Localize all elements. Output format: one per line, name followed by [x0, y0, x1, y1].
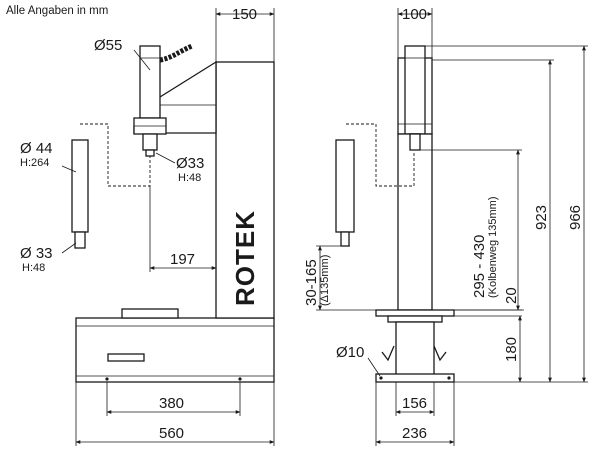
dim-33-lower-leader [61, 242, 77, 254]
side-dashed-path [80, 123, 151, 187]
front-cylinder [404, 45, 426, 135]
front-loose-tool-tip [340, 231, 350, 247]
dim-180-label: 180 [503, 337, 520, 362]
dim-55-label: Ø55 [94, 37, 122, 54]
side-tool-stem [142, 133, 158, 151]
front-dashed-path [346, 123, 415, 187]
front-hole-right [447, 376, 451, 380]
side-base-hole-left [105, 377, 109, 381]
front-view: 100 966 923 295 - 430 (Kolbenweg 135mm) … [303, 6, 588, 446]
dim-stroke-label: 295 - 430 [471, 235, 488, 298]
dim-20-label: 20 [503, 287, 520, 304]
front-column [397, 133, 433, 311]
dim-10-leader [367, 357, 381, 377]
side-loose-tool-tip [74, 231, 86, 249]
dim-264-label: H:264 [20, 157, 49, 169]
side-column [215, 61, 275, 319]
side-base-plate [121, 308, 179, 319]
front-loose-tool [335, 139, 355, 233]
dim-48-upper-label: H:48 [178, 172, 201, 184]
side-base-hole-right [238, 377, 242, 381]
front-foot-hook-left [381, 345, 395, 362]
dim-156-label: 156 [402, 395, 427, 412]
side-base [75, 317, 275, 383]
dim-33-upper-leader [155, 152, 176, 164]
dim-236-label: 236 [402, 425, 427, 442]
dim-966-label: 966 [567, 205, 584, 230]
dim-44-label: Ø 44 [20, 140, 53, 157]
units-note: Alle Angaben in mm [6, 5, 108, 17]
dim-150-label: 150 [232, 6, 257, 23]
hose [159, 43, 193, 63]
dim-55-leader [133, 49, 151, 71]
dim-33-lower-label: Ø 33 [20, 245, 53, 262]
dim-48-lower-label: H:48 [22, 262, 45, 274]
rotek-logo: ROTEK [230, 210, 260, 306]
dim-adj-note: (Δ135mm) [319, 255, 331, 306]
dim-10-label: Ø10 [336, 344, 364, 361]
dim-adj-label: 30-165 [303, 259, 320, 306]
front-foot-hook-right [433, 345, 447, 362]
front-foot-body [395, 321, 435, 379]
front-foot-top [375, 309, 455, 317]
front-tool-stem-over [409, 133, 421, 151]
dim-100-label: 100 [402, 6, 427, 23]
svg-text:ROTEK: ROTEK [230, 210, 260, 306]
dim-197-label: 197 [170, 251, 195, 268]
dim-33-upper-label: Ø33 [176, 155, 204, 172]
dim-stroke-note: (Kolbenweg 135mm) [487, 197, 499, 299]
front-hole-left [379, 376, 383, 380]
dim-380-label: 380 [159, 395, 184, 412]
side-loose-tool [71, 139, 89, 233]
dim-44-leader [61, 165, 77, 173]
side-base-slot [107, 353, 145, 362]
side-cylinder [139, 45, 161, 119]
front-foot-neck [387, 315, 443, 323]
dim-923-label: 923 [533, 205, 550, 230]
side-view: ROTEK 150 Ø55 Ø 44 H:264 Ø33 H:48 Ø 33 H… [20, 6, 275, 446]
dim-560-label: 560 [159, 425, 184, 442]
side-tool-tip [145, 149, 155, 157]
front-foot-bottom [375, 373, 455, 383]
